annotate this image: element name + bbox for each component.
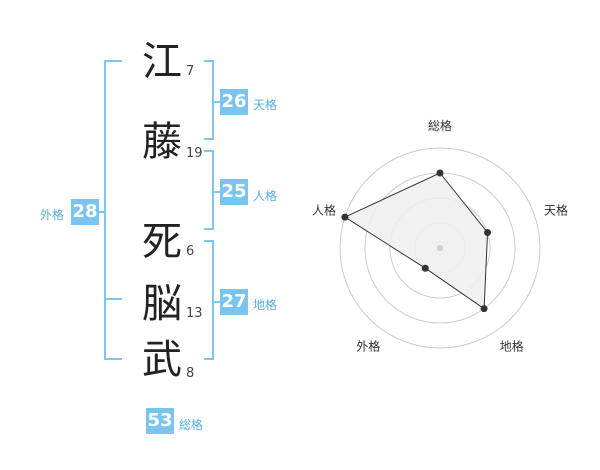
radar-axis-label-3: 地格 (500, 339, 524, 354)
radar-point-5 (341, 213, 349, 221)
gaikaku-value-badge: 28 (71, 199, 99, 225)
stroke-count-2: 19 (186, 146, 203, 161)
radar-ring-4 (339, 147, 541, 349)
radar-area (343, 172, 489, 310)
chikaku-label: 地格 (253, 298, 278, 312)
radar-axis-label-1: 総格 (428, 118, 452, 133)
radar-axis-label-4: 外格 (356, 339, 380, 354)
radar-axis-label-2: 天格 (544, 202, 568, 217)
tenkaku-label: 天格 (253, 98, 278, 112)
soukaku-value-badge: 53 (146, 408, 174, 434)
tenkaku-value-badge: 26 (220, 89, 248, 115)
stroke-count-3: 6 (186, 244, 195, 259)
name-char-3: 死 (142, 219, 182, 265)
soukaku-label: 総格 (179, 418, 204, 432)
radar-axis-label-5: 人格 (312, 202, 336, 217)
radar-point-3 (480, 305, 488, 313)
chikaku-value-badge: 27 (220, 289, 248, 315)
stroke-count-1: 7 (186, 64, 195, 79)
jinkaku-value-badge: 25 (220, 179, 248, 205)
name-char-1: 江 (142, 39, 182, 85)
name-char-5: 武 (142, 337, 182, 383)
gaikaku-label: 外格 (40, 208, 65, 222)
radar-point-1 (436, 169, 444, 177)
stroke-count-5: 8 (186, 366, 195, 381)
radar-point-4 (421, 264, 429, 272)
radar-center-dot (437, 245, 443, 251)
radar-point-2 (484, 229, 492, 237)
name-char-4: 脳 (142, 281, 182, 327)
stroke-count-4: 13 (186, 306, 203, 321)
name-char-2: 藤 (142, 119, 182, 165)
jinkaku-label: 人格 (253, 189, 278, 203)
